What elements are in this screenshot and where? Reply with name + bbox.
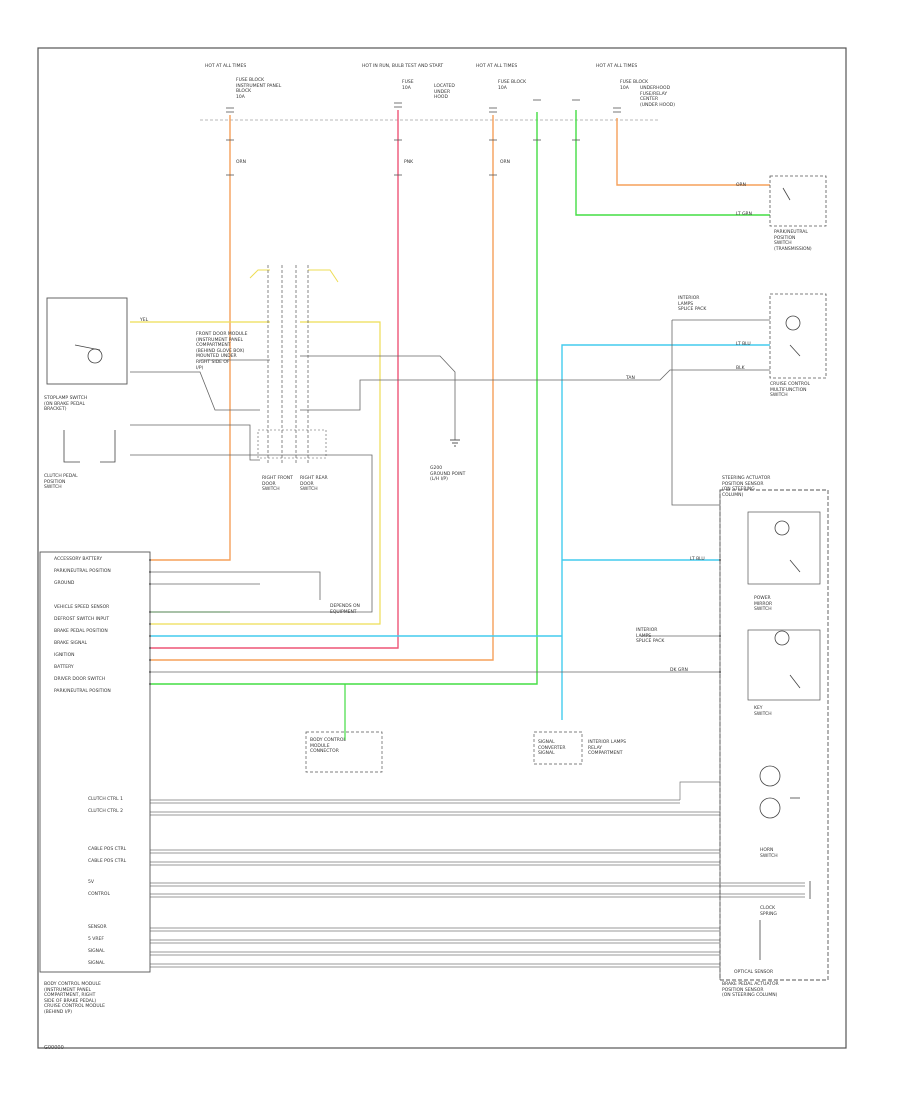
fuse-marks [226, 99, 621, 176]
wire-label-tan: TAN [626, 376, 635, 381]
fuse-block-3-sub: FUSE BLOCK 10A [498, 80, 527, 91]
yellow-wire-d [308, 269, 339, 283]
left-switch-label: RIGHT FRONT DOOR SWITCH [262, 476, 293, 493]
header-note-1: LOCATED UNDER HOOD [434, 84, 455, 101]
bus-pin-label: SENSOR [88, 925, 107, 930]
yellow-wire-b [150, 321, 381, 625]
yellow-wire-c [249, 269, 270, 279]
clutch-switch-label: CLUTCH PEDAL POSITION SWITCH [44, 474, 78, 491]
orange-wire-right [616, 118, 770, 186]
park-switch-label: PARK/NEUTRAL POSITION SWITCH (TRANSMISSI… [774, 230, 812, 252]
wire-label-light-blue-2: LT BLU [690, 557, 705, 562]
module-pin-label: DEFROST SWITCH INPUT [54, 617, 110, 622]
bus-pin-label: SIGNAL [88, 961, 105, 966]
wire-label-light-green: LT GRN [736, 212, 753, 217]
brake-switch-box [46, 297, 128, 385]
fuse-block-4-title: HOT AT ALL TIMES [596, 64, 638, 69]
wire-label-black: BLK [736, 366, 745, 371]
connector-b-label: SIGNAL CONVERTER SIGNAL [538, 740, 566, 757]
module-pin-label: PARK/NEUTRAL POSITION [54, 689, 111, 694]
fuse-block-1-sub: FUSE BLOCK INSTRUMENT PANEL BLOCK 10A [236, 78, 282, 100]
cruise-switch-box [769, 293, 827, 379]
main-module-box [39, 551, 151, 973]
module-pin-label: ACCESSORY BATTERY [54, 557, 103, 562]
fuse-block-3-title: HOT AT ALL TIMES [476, 64, 518, 69]
green-wire [150, 112, 538, 685]
bus-lines [150, 781, 805, 968]
blue-wire [561, 344, 770, 720]
wire-label-orange-3: ORN [736, 183, 747, 188]
clock-spring-label: CLOCK SPRING [760, 906, 777, 917]
bus-pin-label: CLUTCH CTRL 1 [88, 797, 123, 802]
bus-pin-label: SIGNAL [88, 949, 105, 954]
fuse-block-2-sub: FUSE 10A [402, 80, 414, 91]
brake-switch-label: STOPLAMP SWITCH (ON BRAKE PEDAL BRACKET) [44, 396, 88, 413]
module-pin-label: PARK/NEUTRAL POSITION [54, 569, 111, 574]
equipment-note: DEPENDS ON EQUIPMENT [330, 604, 360, 615]
wire-label-light-blue: LT BLU [736, 342, 751, 347]
wire-label-orange: ORN [236, 160, 247, 165]
gray-wire-harness [130, 319, 770, 980]
bus-pin-label: 5 VREF [88, 937, 104, 942]
module-pin-label: BRAKE PEDAL POSITION [54, 629, 108, 634]
fuse-block-2-title: HOT IN RUN, BULB TEST AND START [362, 64, 444, 69]
wire-label-orange-2: ORN [500, 160, 511, 165]
frame-id: G00000 [44, 1045, 64, 1051]
bus-pin-label: CLUTCH CTRL 2 [88, 809, 123, 814]
actuator-label: STEERING ACTUATOR POSITION SENSOR (ON ST… [722, 476, 771, 498]
module-pin-label: DRIVER DOOR SWITCH [54, 677, 106, 682]
park-switch-box [769, 175, 827, 227]
connector-box-a [305, 731, 383, 773]
header-note-2: UNDERHOOD FUSE/RELAY CENTER (UNDER HOOD) [640, 86, 675, 108]
actuator-module-box [719, 489, 829, 981]
actuator-inner-mid [747, 629, 821, 701]
door-switch-columns [267, 265, 309, 465]
module-pin-label: BRAKE SIGNAL [54, 641, 87, 646]
orange-wire-left [150, 115, 231, 561]
wire-label-pink: PNK [404, 160, 414, 165]
cruise-switch-label: CRUISE CONTROL MULTIFUNCTION SWITCH [770, 382, 810, 399]
mirror-switch-label: POWER MIRROR SWITCH [754, 596, 773, 613]
actuator-inner-top [747, 511, 821, 585]
bus-pin-label: 5V [88, 880, 94, 885]
bus-pin-label: CABLE POS CTRL [88, 847, 127, 852]
horn-switch-label: HORN SWITCH [760, 848, 778, 859]
module-pin-label: BATTERY [54, 665, 74, 670]
module-pin-label: VEHICLE SPEED SENSOR [54, 605, 110, 610]
pinout-label: INTERIOR LAMPS RELAY COMPARTMENT [588, 740, 626, 757]
ground-label: G200 GROUND POINT (L/H I/P) [430, 466, 466, 483]
actuator-caption: BRAKE PEDAL ACTUATOR POSITION SENSOR (ON… [722, 982, 779, 999]
module-pin-label: GROUND [54, 581, 75, 586]
wire-label-dark-green: DK GRN [670, 668, 688, 673]
orange-wire-middle [150, 115, 494, 661]
module-pin-label: IGNITION [54, 653, 75, 658]
splice-pack-label-1: INTERIOR LAMPS SPLICE PACK [678, 296, 707, 313]
pin-markers [149, 559, 721, 685]
fuse-block-1-title: HOT AT ALL TIMES [205, 64, 247, 69]
right-switch-label: RIGHT REAR DOOR SWITCH [300, 476, 328, 493]
pink-wire [150, 110, 399, 649]
splice-pack-label-2: INTERIOR LAMPS SPLICE PACK [636, 628, 665, 645]
ground-symbol [450, 439, 460, 447]
key-switch-label: KEY SWITCH [754, 706, 772, 717]
green-wire-right [575, 110, 770, 216]
splice-box [257, 429, 327, 459]
switch-symbols [63, 187, 811, 960]
optical-sensor-label: OPTICAL SENSOR [734, 970, 774, 975]
diagram-border [37, 47, 847, 1049]
bus-pin-label: CABLE POS CTRL [88, 859, 127, 864]
bus-pin-label: CONTROL [88, 892, 110, 897]
fuse-block-4-sub: FUSE BLOCK 10A [620, 80, 649, 91]
module-caption: BODY CONTROL MODULE (INSTRUMENT PANEL CO… [44, 982, 105, 1015]
front-module-label: FRONT DOOR MODULE (INSTRUMENT PANEL COMP… [196, 332, 248, 371]
connector-a-label: BODY CONTROL MODULE CONNECTOR [310, 738, 346, 755]
wire-label-yellow: YEL [140, 318, 149, 323]
